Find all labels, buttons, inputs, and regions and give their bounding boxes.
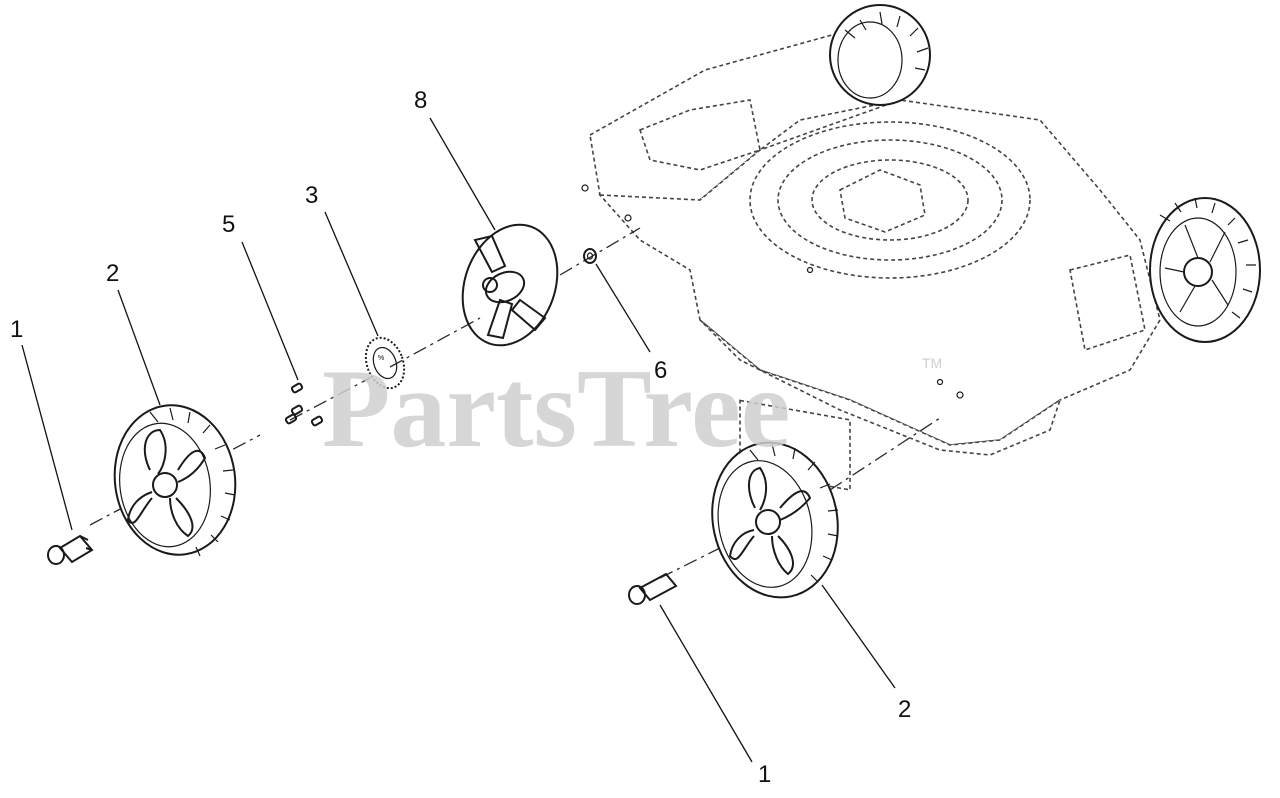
- part-5-screws: [284, 382, 324, 427]
- axle-centerline-right: [659, 417, 941, 579]
- part-3-gear: %: [364, 336, 406, 390]
- mower-deck: [581, 29, 1161, 491]
- callout-labels: 1 2 5 3 8 6 2 1: [10, 87, 911, 788]
- partstree-watermark: PartsTree TM: [322, 347, 942, 471]
- callout-8: 8: [414, 87, 427, 114]
- part-8-wheel-plate: [461, 223, 559, 347]
- leader-lines: [21, 117, 896, 763]
- callout-3: 3: [305, 182, 318, 209]
- callout-5: 5: [222, 211, 235, 238]
- callout-2-left: 2: [106, 260, 119, 287]
- part-2-wheel-right: [711, 441, 839, 599]
- callout-2-right: 2: [898, 696, 911, 723]
- svg-text:%: %: [378, 355, 384, 362]
- part-6-bushing: [583, 248, 597, 264]
- rear-wheel-left: [829, 4, 931, 106]
- callout-6: 6: [654, 357, 667, 384]
- part-1-bolt-left: [47, 534, 94, 565]
- part-2-wheel-left: [113, 404, 237, 557]
- watermark-trademark: TM: [922, 355, 942, 371]
- callout-1-left: 1: [10, 316, 23, 343]
- rear-wheel-right: [1149, 197, 1261, 343]
- watermark-text: PartsTree: [322, 347, 791, 471]
- part-1-bolt-right: [628, 572, 678, 605]
- callout-1-right: 1: [758, 761, 771, 788]
